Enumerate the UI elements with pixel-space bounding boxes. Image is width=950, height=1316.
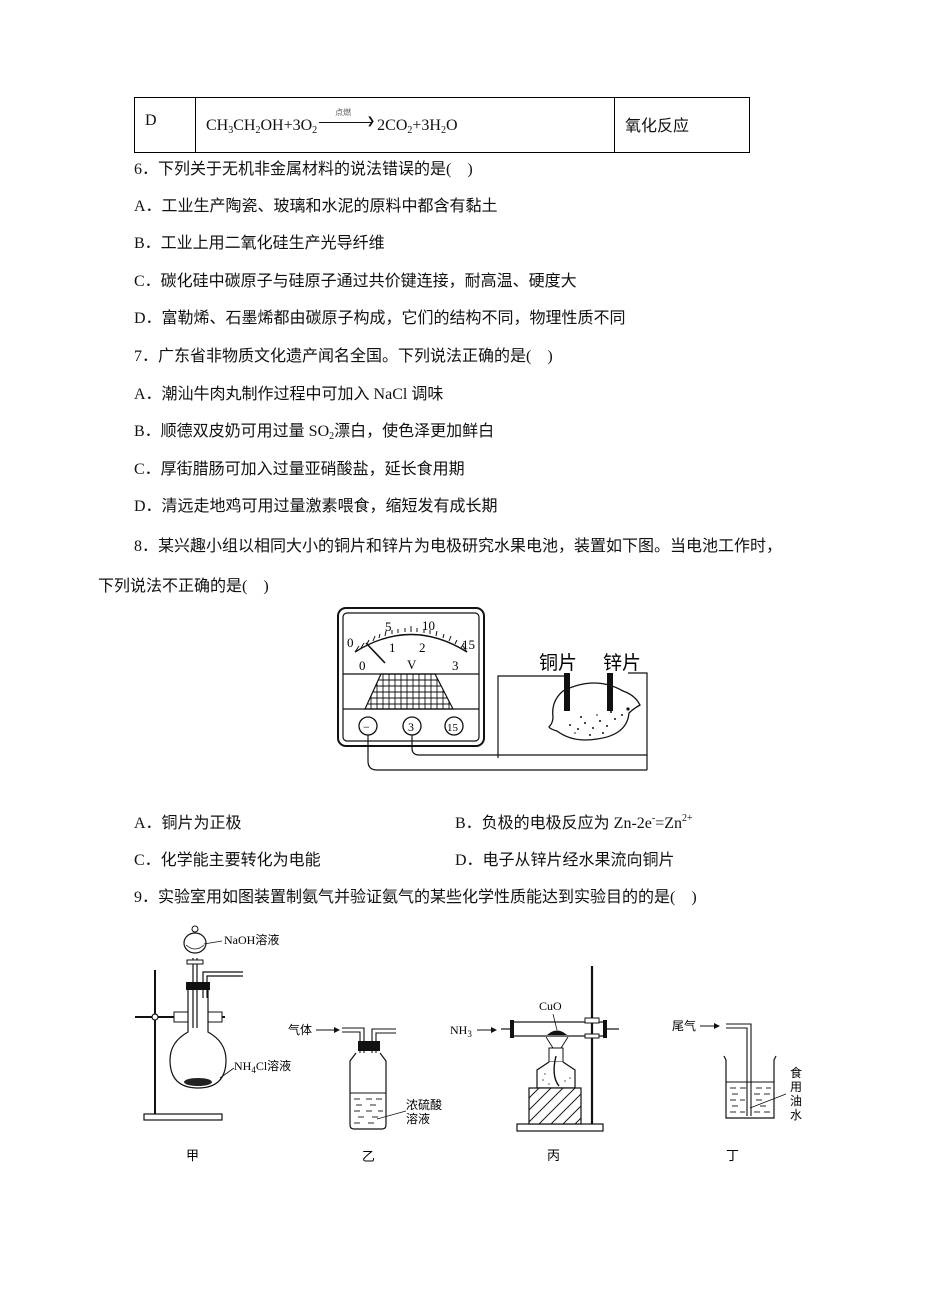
svg-text:V: V bbox=[407, 657, 417, 672]
lemon bbox=[548, 682, 641, 741]
zinc-label: 锌片 bbox=[603, 652, 641, 674]
sulfuric-acid-label-1: 浓硫酸 bbox=[406, 1097, 442, 1112]
svg-text:0: 0 bbox=[347, 635, 354, 650]
q7-option-a[interactable]: A．潮汕牛肉丸制作过程中可加入 NaCl 调味 bbox=[134, 386, 444, 403]
svg-text:2: 2 bbox=[419, 640, 426, 655]
caption-jia: 甲 bbox=[186, 1148, 199, 1163]
cuo-label: CuO bbox=[539, 999, 562, 1013]
copper-label: 铜片 bbox=[539, 652, 577, 674]
svg-text:用: 用 bbox=[790, 1080, 802, 1094]
reaction-arrow-icon: 点燃❯ bbox=[319, 108, 375, 128]
copper-electrode bbox=[564, 673, 570, 711]
reaction-type: 氧化反应 bbox=[625, 118, 690, 135]
apparatus-jia: NaOH溶液 NH4Cl溶液 甲 bbox=[135, 925, 291, 1163]
caption-ding: 丁 bbox=[726, 1148, 739, 1163]
svg-text:0: 0 bbox=[359, 658, 366, 673]
svg-text:3: 3 bbox=[452, 658, 459, 673]
caption-yi: 乙 bbox=[362, 1149, 375, 1164]
caption-bing: 丙 bbox=[547, 1148, 560, 1163]
q8-option-a[interactable]: A．铜片为正极 bbox=[134, 815, 242, 832]
voltmeter-needle bbox=[365, 642, 386, 664]
zinc-electrode bbox=[607, 673, 613, 711]
q6-option-a[interactable]: A．工业生产陶瓷、玻璃和水泥的原料中都含有黏土 bbox=[134, 198, 498, 215]
q7-option-b[interactable]: B．顺德双皮奶可用过量 SO2漂白，使色泽更加鲜白 bbox=[134, 423, 495, 442]
nh4cl-label: NH4Cl溶液 bbox=[234, 1058, 291, 1075]
tail-gas-label: 尾气 bbox=[672, 1018, 696, 1033]
terminal-3v: 3 bbox=[402, 716, 422, 736]
svg-text:5: 5 bbox=[385, 619, 392, 634]
q7-stem: 7．广东省非物质文化遗产闻名全国。下列说法正确的是( ) bbox=[134, 348, 553, 365]
q8-option-d[interactable]: D．电子从锌片经水果流向铜片 bbox=[455, 852, 675, 869]
svg-text:3: 3 bbox=[408, 720, 414, 734]
svg-text:食: 食 bbox=[790, 1065, 802, 1080]
svg-text:油: 油 bbox=[790, 1094, 802, 1108]
q6-stem: 6．下列关于无机非金属材料的说法错误的是( ) bbox=[134, 161, 473, 178]
row-label: D bbox=[145, 112, 157, 129]
q8-stem-line1: 8．某兴趣小组以相同大小的铜片和锌片为电极研究水果电池，装置如下图。当电池工作时… bbox=[134, 538, 783, 555]
reaction-type-cell: 氧化反应 bbox=[614, 98, 750, 152]
q7-option-c[interactable]: C．厚街腊肠可加入过量亚硝酸盐，延长食用期 bbox=[134, 461, 465, 478]
lemon-seeds bbox=[569, 707, 630, 736]
q8-option-c[interactable]: C．化学能主要转化为电能 bbox=[134, 852, 321, 869]
svg-text:水: 水 bbox=[790, 1108, 802, 1122]
q8-option-b[interactable]: B．负极的电极反应为 Zn-2e-=Zn2+ bbox=[455, 813, 693, 833]
fruit-battery-figure: 0 5 10 15 0 1 2 3 V bbox=[337, 607, 648, 771]
q6-option-c[interactable]: C．碳化硅中碳原子与硅原子通过共价键连接，耐高温、硬度大 bbox=[134, 273, 577, 290]
solid-reagent bbox=[184, 1078, 212, 1086]
svg-text:15: 15 bbox=[462, 637, 475, 652]
q6-option-b[interactable]: B．工业上用二氧化硅生产光导纤维 bbox=[134, 235, 385, 252]
naoh-label: NaOH溶液 bbox=[224, 932, 279, 947]
q8-stem-line2: 下列说法不正确的是( ) bbox=[98, 578, 269, 595]
apparatus-yi: 气体 浓硫酸 溶液 乙 bbox=[288, 1022, 442, 1164]
q6-option-d[interactable]: D．富勒烯、石墨烯都由碳原子构成，它们的结构不同，物理性质不同 bbox=[134, 310, 626, 327]
wire-negative bbox=[367, 735, 647, 771]
q9-stem: 9．实验室用如图装置制氨气并验证氨气的某些化学性质能达到实验目的的是( ) bbox=[134, 889, 697, 906]
cuo-powder bbox=[547, 1030, 567, 1035]
wire-3v bbox=[411, 672, 648, 756]
voltmeter: 0 5 10 15 0 1 2 3 V bbox=[337, 607, 485, 747]
svg-text:−: − bbox=[363, 720, 370, 734]
svg-text:15: 15 bbox=[447, 722, 459, 734]
sulfuric-acid-label-2: 溶液 bbox=[406, 1111, 430, 1126]
apparatus-bing: NH3 CuO 丙 bbox=[450, 966, 619, 1163]
terminal-negative: − bbox=[358, 716, 378, 736]
gas-inlet-label: 气体 bbox=[288, 1022, 312, 1037]
apparatus-ding: 尾气 食 用 油 水 丁 bbox=[672, 1018, 802, 1163]
svg-text:1: 1 bbox=[389, 640, 396, 655]
svg-text:10: 10 bbox=[422, 618, 435, 633]
q7-option-d[interactable]: D．清远走地鸡可用过量激素喂食，缩短发有成长期 bbox=[134, 498, 498, 515]
row-label-cell: D bbox=[135, 98, 196, 152]
terminal-15v: 15 bbox=[444, 716, 464, 736]
nh3-inlet-label: NH3 bbox=[450, 1023, 472, 1039]
